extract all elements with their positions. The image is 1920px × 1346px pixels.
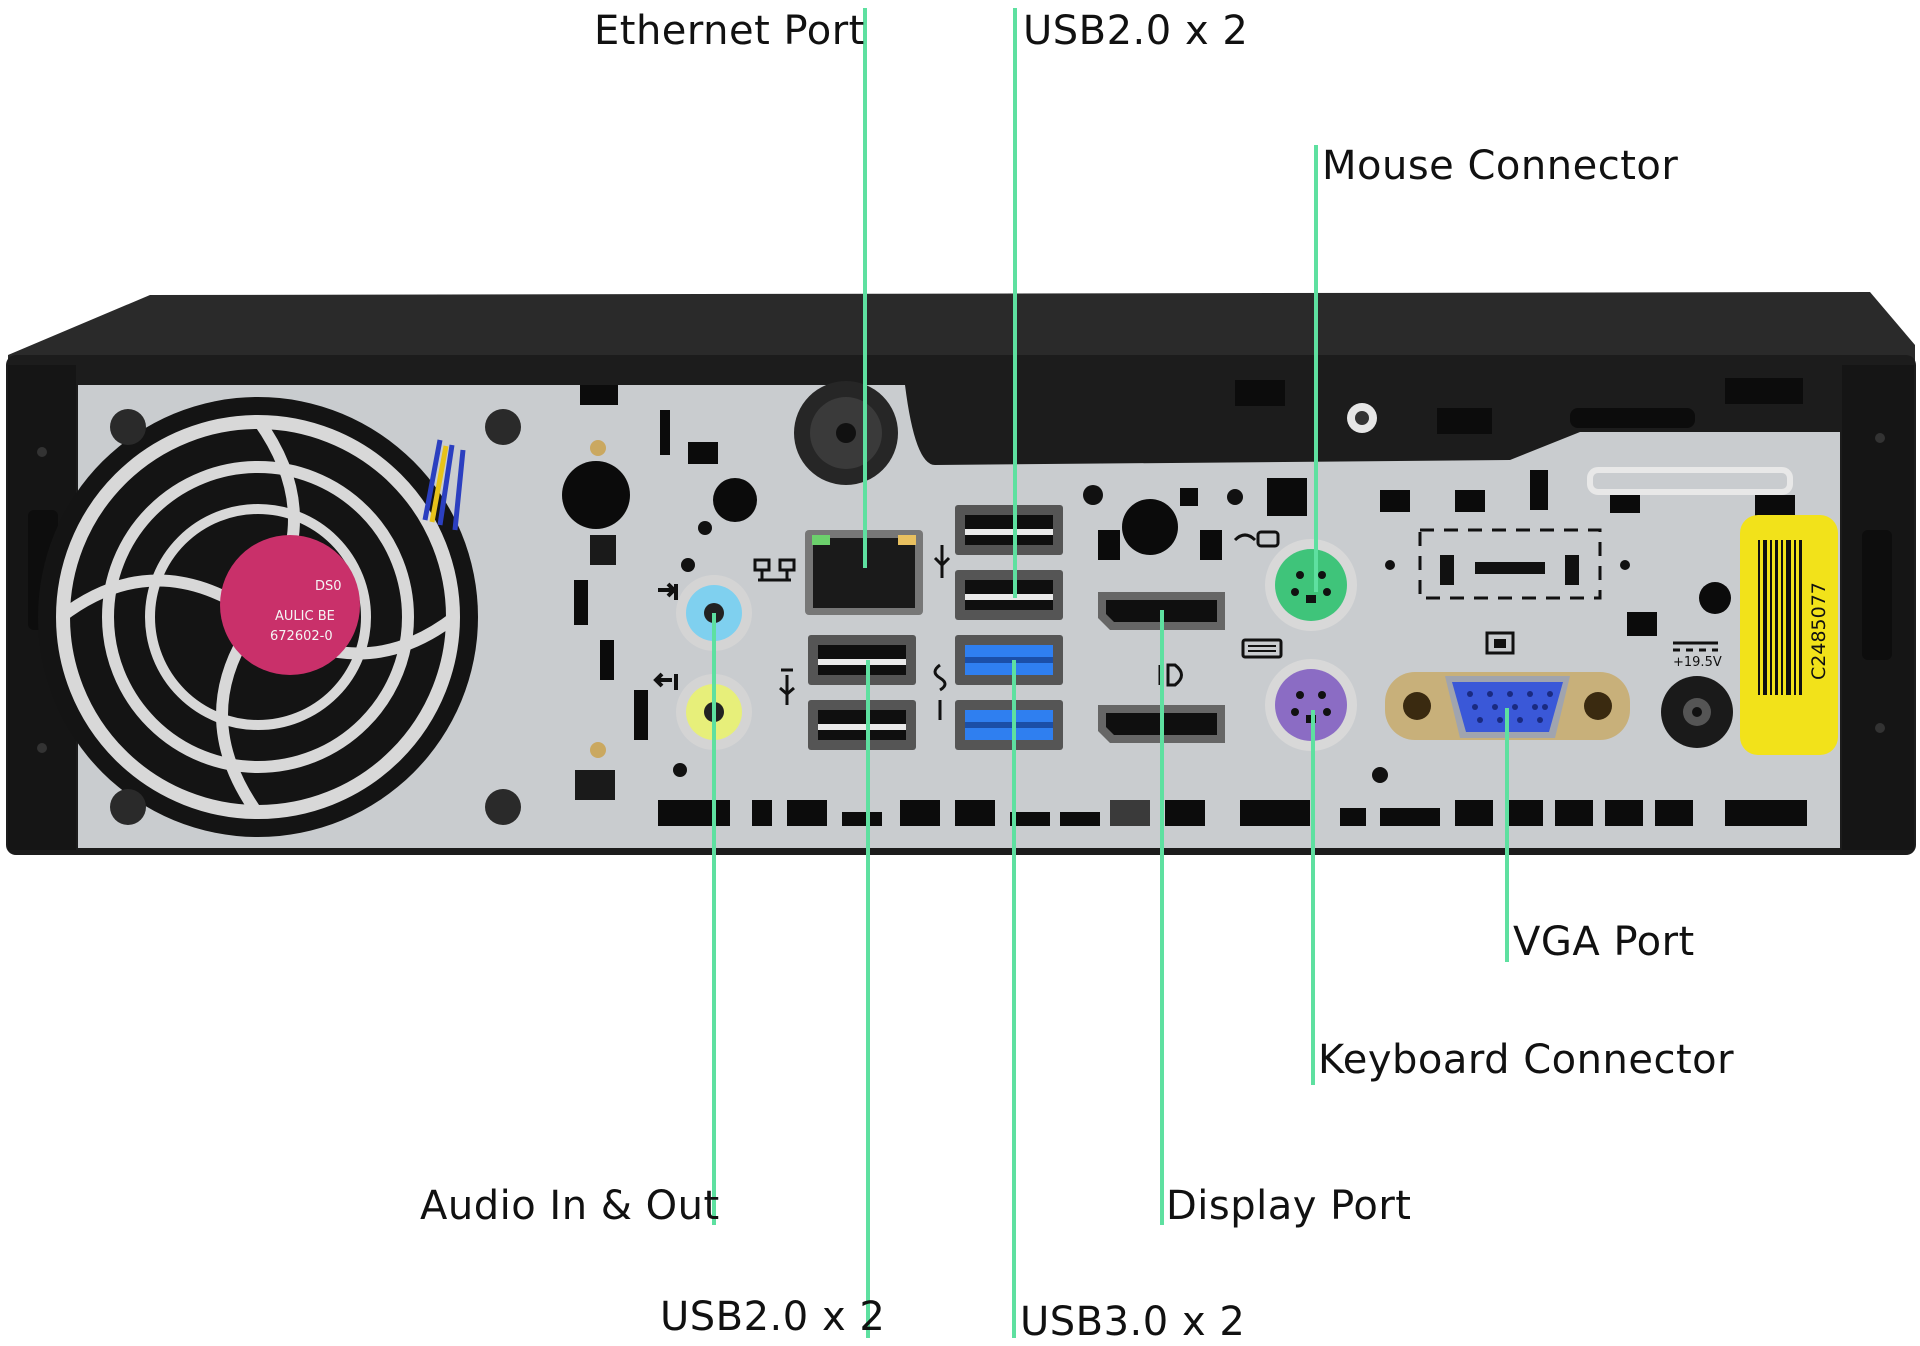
dc-power-icon xyxy=(1673,641,1718,652)
monitor-icon xyxy=(1485,631,1515,655)
usb-icon xyxy=(779,545,951,705)
usb30-ports xyxy=(955,635,1063,750)
bottom-vents xyxy=(658,800,1807,826)
ps2-keyboard-port xyxy=(1265,659,1357,751)
display-port-label: Display Port xyxy=(1166,1183,1412,1229)
vga-port-label: VGA Port xyxy=(1513,919,1695,965)
audio-out-icon xyxy=(658,582,678,600)
voltage-label: +19.5V xyxy=(1673,655,1722,670)
svg-text:DS0: DS0 xyxy=(315,579,342,594)
cooling-fan-icon: DS0 AULIC BE 672602-0 xyxy=(38,397,521,837)
ethernet-port-label: Ethernet Port xyxy=(594,8,865,54)
barcode-number: C2485077 xyxy=(1808,582,1830,680)
keyboard-icon xyxy=(1241,638,1283,659)
keyboard-connector-label: Keyboard Connector xyxy=(1318,1037,1735,1083)
barcode-sticker: C2485077 xyxy=(1740,515,1838,755)
mouse-connector-label: Mouse Connector xyxy=(1322,143,1679,189)
usb20-top-label: USB2.0 x 2 xyxy=(1023,8,1249,54)
usb20-bottom-label: USB2.0 x 2 xyxy=(660,1294,886,1340)
superspeed-usb-icon xyxy=(933,663,947,720)
svg-text:672602-0: 672602-0 xyxy=(270,629,333,644)
mouse-icon xyxy=(1233,530,1280,548)
audio-in-icon xyxy=(653,672,678,690)
leader-lines xyxy=(712,8,1509,1338)
usb20-bottom-ports xyxy=(808,635,916,750)
dc-power-jack xyxy=(1661,676,1733,748)
audio-in-out-label: Audio In & Out xyxy=(420,1183,720,1229)
usb30-label: USB3.0 x 2 xyxy=(1020,1299,1246,1345)
usb20-top-ports xyxy=(955,505,1063,620)
svg-text:AULIC BE: AULIC BE xyxy=(275,609,335,624)
ethernet-icon xyxy=(753,558,796,582)
vga-port xyxy=(1385,672,1630,740)
ps2-mouse-port xyxy=(1265,539,1357,631)
